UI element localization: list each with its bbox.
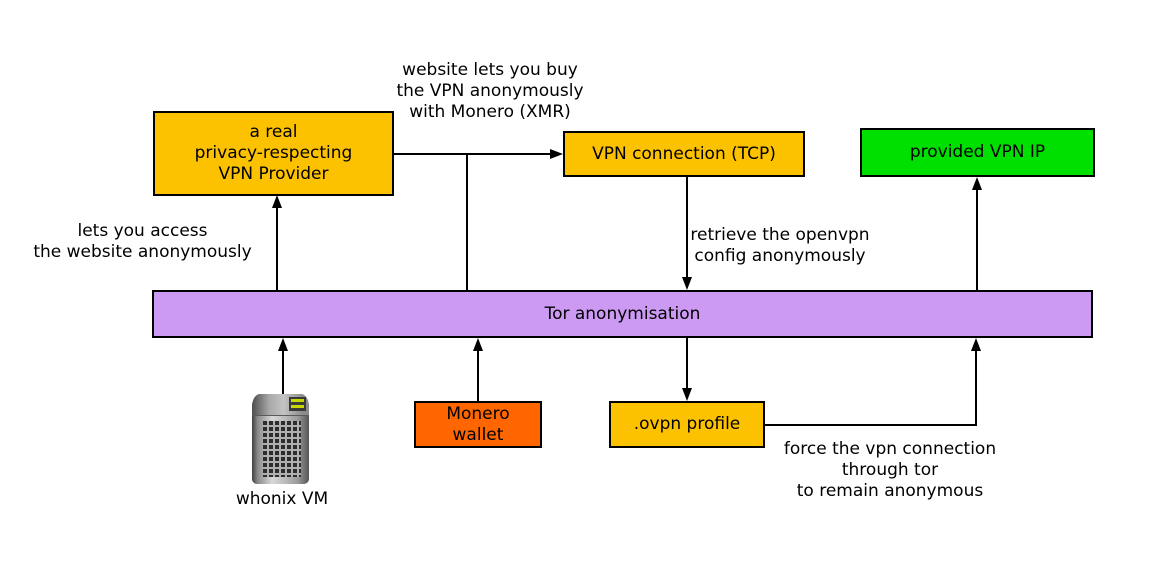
edge-tor-to-provider-arrowhead bbox=[272, 195, 282, 208]
edge-monero-to-tor-arrowhead bbox=[473, 338, 483, 351]
tower-vent-grid bbox=[263, 421, 301, 477]
edge-whonix-to-tor-line bbox=[282, 351, 284, 394]
monero-wallet-node: Monero wallet bbox=[414, 401, 542, 448]
edge-monero-to-tor-line bbox=[477, 351, 479, 401]
note-access-website-anonymously: lets you access the website anonymously bbox=[33, 221, 252, 262]
edge-ovpn-to-tor-vertical-line bbox=[975, 351, 977, 426]
edge-tor-to-ovpn-line bbox=[686, 338, 688, 388]
edge-ovpn-to-tor-horizontal-line bbox=[765, 424, 977, 426]
note-buy-vpn-anonymously: website lets you buy the VPN anonymously… bbox=[396, 60, 584, 122]
vpn-connection-node: VPN connection (TCP) bbox=[563, 131, 805, 177]
edge-provider-branch-to-tor-line bbox=[466, 154, 468, 290]
whonix-vm-label: whonix VM bbox=[235, 489, 329, 509]
edge-provider-to-connection-arrowhead bbox=[550, 149, 563, 159]
note-force-vpn-through-tor: force the vpn connection through tor to … bbox=[783, 439, 997, 501]
tor-anonymisation-bar: Tor anonymisation bbox=[152, 290, 1093, 338]
edge-ovpn-to-tor-arrowhead bbox=[971, 338, 981, 351]
edge-whonix-to-tor-arrowhead bbox=[278, 338, 288, 351]
tower-led-icon bbox=[291, 405, 304, 408]
server-tower-icon bbox=[252, 394, 309, 484]
note-retrieve-openvpn-config: retrieve the openvpn config anonymously bbox=[690, 225, 870, 266]
edge-provider-to-connection-line bbox=[394, 153, 551, 155]
edge-connection-to-tor-line bbox=[686, 177, 688, 278]
provided-vpn-ip-node: provided VPN IP bbox=[860, 128, 1095, 177]
edge-tor-to-vpn-ip-line bbox=[976, 190, 978, 290]
vpn-provider-node: a real privacy-respecting VPN Provider bbox=[153, 111, 394, 196]
ovpn-profile-node: .ovpn profile bbox=[609, 401, 765, 448]
tower-led-icon bbox=[291, 399, 304, 402]
edge-tor-to-ovpn-arrowhead bbox=[682, 388, 692, 401]
edge-connection-to-tor-arrowhead bbox=[682, 277, 692, 290]
tower-led-block bbox=[289, 397, 306, 411]
edge-tor-to-provider-line bbox=[276, 208, 278, 290]
edge-tor-to-vpn-ip-arrowhead bbox=[972, 177, 982, 190]
